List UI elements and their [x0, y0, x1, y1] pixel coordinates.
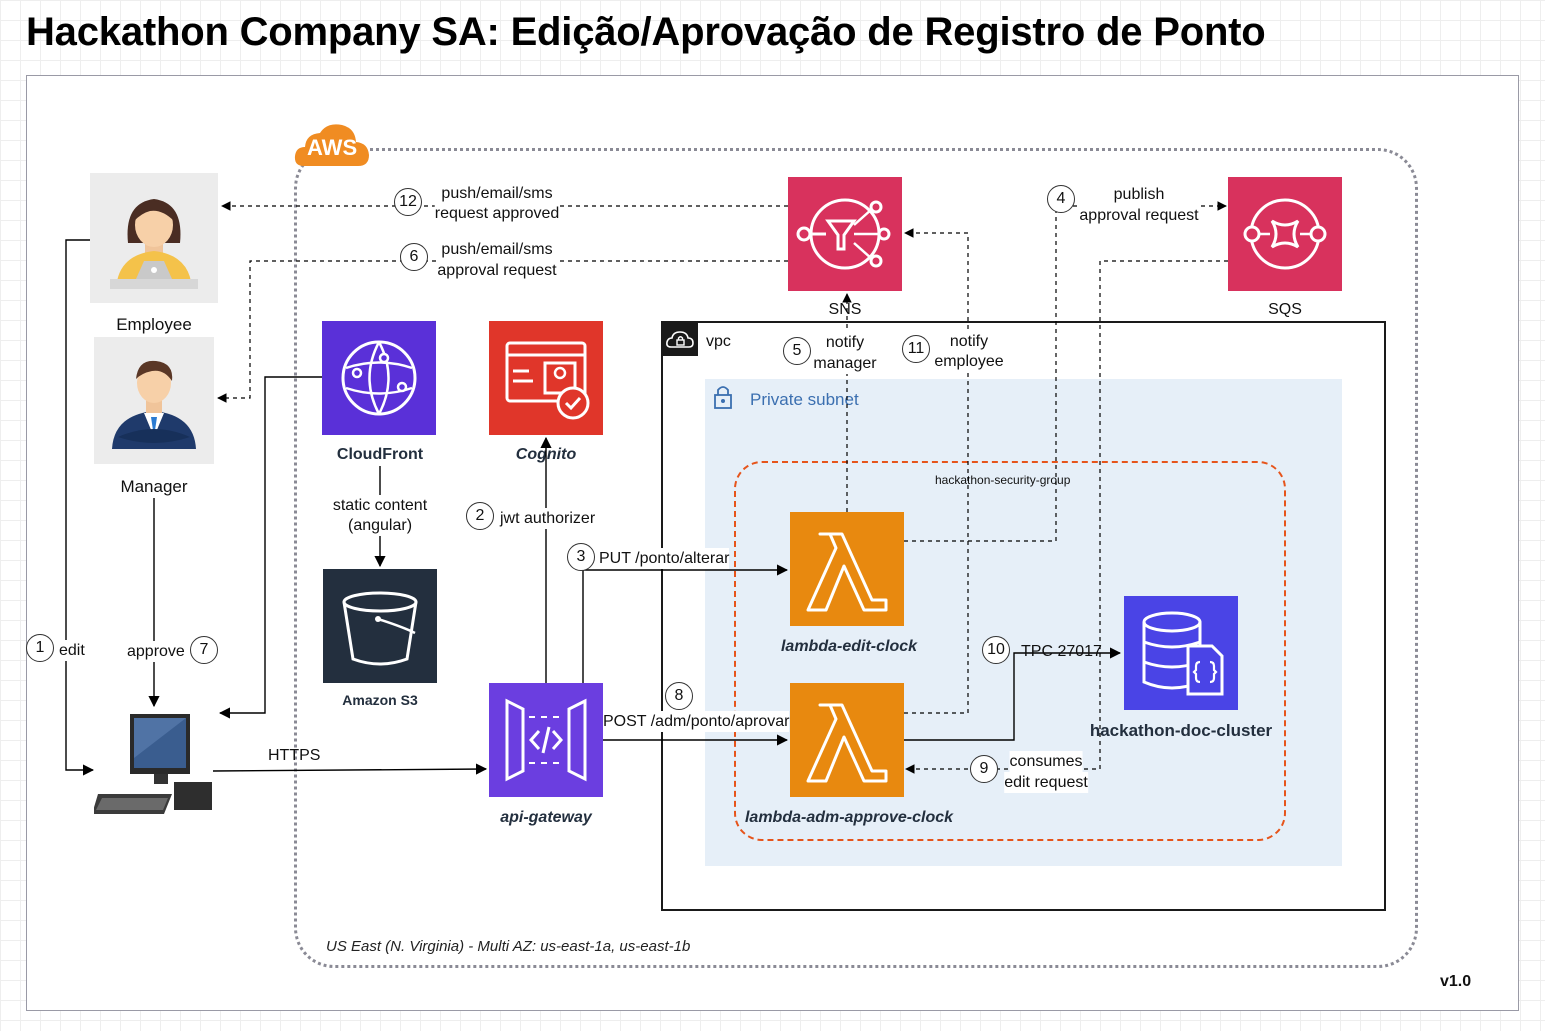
aws-cloud-region [294, 148, 1418, 968]
step-4-badge: 4 [1047, 185, 1075, 213]
step-2-badge: 2 [466, 502, 494, 530]
sns-label: SNS [828, 301, 862, 318]
step-1-label: edit [59, 640, 85, 661]
step-9-badge: 9 [970, 755, 998, 783]
step-5-badge: 5 [783, 337, 811, 365]
step-11-label-line1: notify [949, 331, 989, 352]
version-label: v1.0 [1440, 973, 1472, 990]
step-12-label-line2: request approved [434, 203, 560, 224]
sqs-label: SQS [1268, 301, 1302, 318]
edge-employee-to-computer [65, 239, 95, 776]
manager-avatar-icon [94, 337, 214, 464]
step-7-label: approve [127, 641, 185, 662]
cloudfront-label: CloudFront [336, 446, 424, 463]
step-9-label-line1: consumes [1009, 751, 1083, 772]
cognito-icon [489, 321, 603, 435]
step-10-label: TPC 27017 [1021, 643, 1102, 660]
lambda-edit-icon [790, 512, 904, 626]
step-4-label-line2: approval request [1079, 205, 1199, 226]
step-6-badge: 6 [400, 243, 428, 271]
api-gateway-icon [489, 683, 603, 797]
sns-icon [788, 177, 902, 291]
sqs-icon [1228, 177, 1342, 291]
docdb-cluster-icon [1124, 596, 1238, 710]
step-4-label-line1: publish [1113, 184, 1165, 205]
edge-sns-to-manager [217, 260, 788, 403]
edge-lambda-to-docdb [904, 647, 1122, 741]
manager-label: Manager [120, 477, 188, 496]
step-1-badge: 1 [26, 634, 54, 662]
employee-label: Employee [116, 315, 192, 334]
step-12-badge: 12 [394, 188, 422, 216]
vpc-cloud-lock-icon [662, 322, 698, 356]
step-5-label-line2: manager [813, 353, 877, 374]
edge-lambda-edit-to-sqs [904, 201, 1227, 542]
step-3-badge: 3 [567, 543, 595, 571]
step-11-label-line2: employee [934, 351, 1004, 372]
edge-computer-to-api [212, 763, 488, 775]
edge-sqs-to-lambda-approve [905, 260, 1228, 774]
step-6-label-line2: approval request [437, 260, 557, 281]
employee-avatar-icon [90, 173, 218, 303]
security-group-label: hackathon-security-group [935, 473, 1071, 487]
step-3-label: PUT /ponto/alterar [599, 548, 730, 569]
lambda-edit-label: lambda-edit-clock [780, 638, 918, 655]
step-8-badge: 8 [665, 682, 693, 710]
step-7-badge: 7 [190, 636, 218, 664]
aws-badge-label: AWS [307, 135, 358, 160]
lambda-approve-label: lambda-adm-approve-clock [744, 809, 954, 826]
edge-lambda-approve-to-sns [904, 228, 969, 714]
s3-label: Amazon S3 [342, 692, 418, 708]
aws-cloud-icon [294, 124, 369, 166]
edge-cloudfront-to-computer [218, 376, 322, 719]
step-12-label-line1: push/email/sms [441, 183, 553, 204]
subnet-lock-icon [714, 386, 732, 409]
step-2-label: jwt authorizer [500, 508, 596, 529]
step-8-label: POST /adm/ponto/aprovar [603, 711, 790, 732]
api-gateway-label: api-gateway [500, 809, 592, 826]
step-11-badge: 11 [902, 335, 930, 363]
diagram-title: Hackathon Company SA: Edição/Aprovação d… [26, 10, 1266, 54]
region-note: US East (N. Virginia) - Multi AZ: us-eas… [326, 938, 691, 955]
computer-workstation-icon [94, 714, 212, 814]
vpc-label: vpc [706, 333, 731, 350]
s3-bucket-icon [323, 569, 437, 683]
static-content-label-line1: static content [332, 495, 428, 516]
cloudfront-icon [322, 321, 436, 435]
lambda-approve-icon [790, 683, 904, 797]
private-subnet-label: Private subnet [750, 390, 859, 409]
step-10-badge: 10 [982, 636, 1010, 664]
step-6-label-line1: push/email/sms [441, 239, 553, 260]
security-group-container [734, 461, 1286, 841]
edge-api-to-lambda-edit [582, 564, 789, 683]
static-content-label-line2: (angular) [347, 515, 413, 536]
docdb-label: hackathon-doc-cluster [1089, 721, 1273, 740]
step-9-label-line2: edit request [1004, 772, 1088, 793]
https-label: HTTPS [268, 747, 321, 764]
step-5-label-line1: notify [825, 332, 865, 353]
